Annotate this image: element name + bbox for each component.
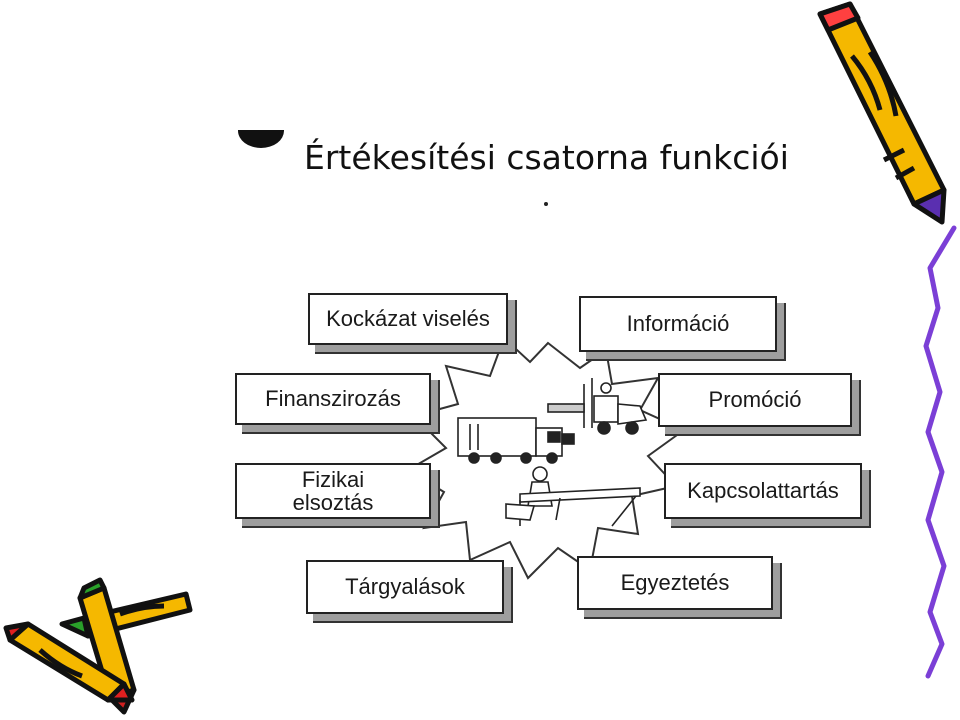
- function-box-kockazat-viseles: Kockázat viselés: [308, 293, 508, 345]
- function-box-egyeztetes: Egyeztetés: [577, 556, 773, 610]
- function-label: Tárgyalások: [345, 575, 465, 598]
- function-label-line: elsoztás: [292, 490, 374, 515]
- function-box-targyalasok: Tárgyalások: [306, 560, 504, 614]
- function-box-informacio: Információ: [579, 296, 777, 352]
- function-label: Kapcsolattartás: [687, 479, 839, 502]
- function-label-line: Promóció: [708, 387, 802, 413]
- page-title: Értékesítési csatorna funkciói: [304, 138, 789, 177]
- function-label-line: Egyeztetés: [620, 570, 730, 596]
- function-label-line: Kockázat viselés: [326, 306, 490, 332]
- function-label-line: Tárgyalások: [345, 574, 465, 600]
- function-label-line: Fizikai: [301, 466, 365, 492]
- function-box-promocio: Promóció: [658, 373, 852, 427]
- title-dot: [544, 202, 548, 206]
- function-label-line: Kapcsolattartás: [687, 478, 839, 504]
- function-box-finanszirozas: Finanszirozás: [235, 373, 431, 425]
- function-box-kapcsolattartas: Kapcsolattartás: [664, 463, 862, 519]
- conveyor-worker-icon: [505, 466, 641, 527]
- squiggle-line: [923, 225, 957, 679]
- function-label: Promóció: [709, 388, 802, 411]
- pencil-icon: [3, 577, 193, 715]
- function-label-line: Információ: [626, 311, 730, 337]
- forklift-icon: [547, 378, 648, 435]
- function-label: Finanszirozás: [265, 387, 401, 410]
- truck-icon: [457, 417, 575, 464]
- function-label-line: Finanszirozás: [265, 386, 401, 412]
- title-bullet-mark: [238, 130, 284, 148]
- starburst: [406, 336, 686, 580]
- function-label: Egyeztetés: [621, 571, 730, 594]
- function-label: Kockázat viselés: [326, 307, 490, 330]
- pencil-icon: [817, 1, 947, 225]
- function-label: Információ: [627, 312, 730, 335]
